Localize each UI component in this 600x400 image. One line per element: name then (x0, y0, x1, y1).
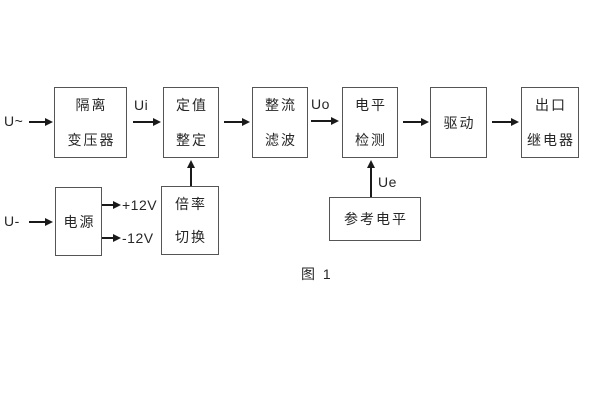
block-line: 电源 (63, 213, 96, 230)
signal-ue-label: Ue (378, 174, 397, 190)
block-line: 参考电平 (344, 211, 408, 227)
block-line: 继电器 (527, 131, 575, 148)
block-ratio-switching: 倍率 切换 (161, 186, 219, 255)
ac-input-label: U~ (4, 113, 24, 129)
block-line: 电平 (355, 97, 387, 114)
minus-12v-label: -12V (122, 230, 154, 246)
block-line: 整定 (176, 131, 208, 148)
arrow-setting-to-rectifier (224, 118, 250, 125)
block-line: 变压器 (67, 131, 116, 148)
block-line: 出口 (535, 97, 567, 114)
block-level-detection: 电平 检测 (342, 87, 398, 158)
block-line: 倍率 (175, 195, 207, 212)
block-line: 隔离 (75, 97, 108, 114)
arrow-minus-12v (102, 234, 121, 241)
block-line: 检测 (355, 131, 387, 148)
arrow-ue-reference-to-detect (367, 160, 374, 197)
block-line: 滤波 (265, 131, 297, 148)
arrow-uo (311, 117, 339, 124)
arrow-ui (133, 118, 161, 125)
plus-12v-label: +12V (122, 197, 158, 213)
block-line: 切换 (175, 229, 207, 246)
arrow-plus-12v (102, 201, 121, 208)
block-line: 定值 (176, 97, 208, 114)
block-reference-level: 参考电平 (329, 197, 421, 241)
block-output-relay: 出口 继电器 (521, 87, 579, 158)
dc-input-label: U- (4, 213, 20, 229)
block-line: 驱动 (443, 114, 476, 131)
arrow-dc-input (29, 218, 53, 225)
arrow-ac-input (29, 118, 53, 125)
arrow-driver-to-relay (492, 118, 519, 125)
arrow-detect-to-driver (403, 118, 429, 125)
signal-uo-label: Uo (311, 96, 330, 112)
signal-ui-label: Ui (134, 97, 149, 113)
figure-caption: 图 1 (301, 266, 333, 282)
block-power-supply: 电源 (55, 187, 102, 256)
block-isolation-transformer: 隔离 变压器 (54, 87, 127, 158)
block-value-setting: 定值 整定 (163, 87, 219, 158)
block-driver: 驱动 (430, 87, 487, 158)
block-rectifier-filter: 整流 滤波 (252, 87, 308, 158)
block-line: 整流 (265, 97, 297, 114)
arrow-ratio-to-setting (187, 160, 194, 186)
